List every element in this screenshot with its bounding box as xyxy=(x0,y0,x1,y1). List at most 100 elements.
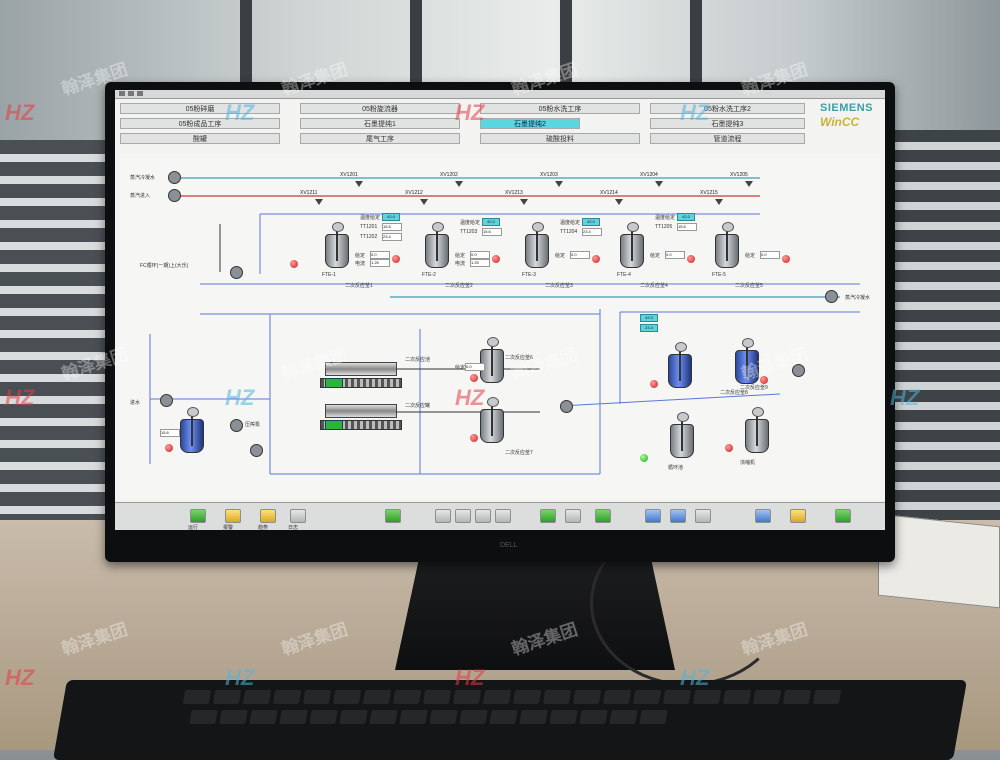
status-lamp[interactable] xyxy=(392,255,400,263)
screw-conveyor-2[interactable] xyxy=(320,420,402,430)
valve-icon[interactable] xyxy=(745,181,753,187)
reactor-tank-1[interactable] xyxy=(325,222,349,268)
menu-btn-purify1[interactable]: 石墨提纯1 xyxy=(300,118,460,129)
press-pump-icon[interactable] xyxy=(250,444,263,457)
setpoint-tag[interactable]: 42.0 xyxy=(382,213,400,221)
value-display: 23.4 xyxy=(582,228,602,236)
status-lamp-green[interactable] xyxy=(640,454,648,462)
screw-drive-1[interactable] xyxy=(325,378,343,388)
status-lamp[interactable] xyxy=(165,444,173,452)
status-lamp[interactable] xyxy=(290,260,298,268)
value-display: 23.4 xyxy=(382,233,402,241)
status-lamp[interactable] xyxy=(782,255,790,263)
status-lamp[interactable] xyxy=(760,376,768,384)
tank-code: FTE-4 xyxy=(617,272,631,278)
menu-btn-05-wash2[interactable]: 05粉水洗工序2 xyxy=(650,103,805,114)
menu-btn-05-mill[interactable]: 05粉碎磨 xyxy=(120,103,280,114)
help-button[interactable] xyxy=(755,509,771,523)
reactor-tank-3[interactable] xyxy=(525,222,549,268)
status-lamp[interactable] xyxy=(470,374,478,382)
menu-icon[interactable] xyxy=(119,91,125,96)
history-button[interactable] xyxy=(565,509,581,523)
valve-icon[interactable] xyxy=(420,199,428,205)
menu-btn-purify3[interactable]: 石墨提纯3 xyxy=(650,118,805,129)
menu-btn-05-product[interactable]: 05粉成品工序 xyxy=(120,118,280,129)
inlet-pump-icon[interactable] xyxy=(825,290,838,303)
tank-name: 二次反应釜9 xyxy=(740,385,768,391)
reactor-tank-9[interactable] xyxy=(735,338,759,384)
status-lamp[interactable] xyxy=(470,434,478,442)
reactor-tank-8[interactable] xyxy=(668,342,692,388)
settings-button[interactable] xyxy=(695,509,711,523)
home-icon[interactable] xyxy=(137,91,143,96)
user-button[interactable] xyxy=(670,509,686,523)
press-pump-icon[interactable] xyxy=(230,419,243,432)
nav-right-button[interactable] xyxy=(495,509,511,523)
valve-icon[interactable] xyxy=(555,181,563,187)
status-lamp[interactable] xyxy=(687,255,695,263)
reactor-tank-2[interactable] xyxy=(425,222,449,268)
nav-left-button[interactable] xyxy=(435,509,451,523)
valve-icon[interactable] xyxy=(315,199,323,205)
menu-btn-acid-tank[interactable]: 酸罐 xyxy=(120,133,280,144)
valve-icon[interactable] xyxy=(615,199,623,205)
status-lamp[interactable] xyxy=(492,255,500,263)
storage-tank-1[interactable] xyxy=(670,412,694,458)
heat-exchanger-2[interactable] xyxy=(325,404,397,418)
valve-icon[interactable] xyxy=(655,181,663,187)
tank-name: 二次反应釜7 xyxy=(505,450,533,456)
nav-down-button[interactable] xyxy=(475,509,491,523)
water-pump-icon[interactable] xyxy=(160,394,173,407)
trend-button[interactable] xyxy=(260,509,276,523)
screw-conveyor-1[interactable] xyxy=(320,378,402,388)
refresh-button[interactable] xyxy=(540,509,556,523)
menu-btn-05-wash[interactable]: 05粉水洗工序 xyxy=(480,103,640,114)
tank-name: 二次反应釜4 xyxy=(640,283,668,289)
screw-drive-2[interactable] xyxy=(325,420,343,430)
setpoint-tag[interactable]: 42.0 xyxy=(482,218,500,226)
set-value: 0.0 xyxy=(465,363,485,371)
acid-tank[interactable] xyxy=(180,407,204,453)
valve-icon[interactable] xyxy=(520,199,528,205)
valve-icon[interactable] xyxy=(355,181,363,187)
setpoint-tag[interactable]: 42.0 xyxy=(582,218,600,226)
outlet-pump-icon[interactable] xyxy=(792,364,805,377)
menu-btn-acid-feed[interactable]: 硫酸投料 xyxy=(480,133,640,144)
inlet-pump-icon[interactable] xyxy=(168,171,181,184)
back-icon[interactable] xyxy=(128,91,134,96)
setpoint-tag[interactable]: 42.0 xyxy=(640,314,658,322)
transfer-pump-icon[interactable] xyxy=(560,400,573,413)
storage-tank-2[interactable] xyxy=(745,407,769,453)
status-lamp[interactable] xyxy=(725,444,733,452)
valve-icon[interactable] xyxy=(715,199,723,205)
heat-exchanger-1[interactable] xyxy=(325,362,397,376)
inlet-label: FC循环(一期)上(大乐) xyxy=(140,263,189,269)
menu-btn-purify2[interactable]: 石墨提纯2 xyxy=(480,118,580,129)
feed-pump-icon[interactable] xyxy=(230,266,243,279)
log-button[interactable] xyxy=(290,509,306,523)
reactor-tank-4[interactable] xyxy=(620,222,644,268)
inlet-pump-icon[interactable] xyxy=(168,189,181,202)
watermark-logo: HZ xyxy=(890,385,920,410)
menu-btn-exhaust[interactable]: 尾气工序 xyxy=(300,133,460,144)
toolbar-label: 报警 xyxy=(223,525,234,530)
menu-btn-05-cyclone[interactable]: 05粉旋流器 xyxy=(300,103,460,114)
exit-button[interactable] xyxy=(835,509,851,523)
reactor-tank-7[interactable] xyxy=(480,397,504,443)
setpoint-tag[interactable]: 42.0 xyxy=(677,213,695,221)
setpoint-tag[interactable]: 23.4 xyxy=(640,324,658,332)
param-label: TT1205 xyxy=(655,224,673,230)
nav-start-button[interactable] xyxy=(385,509,401,523)
valve-icon[interactable] xyxy=(455,181,463,187)
language-button[interactable] xyxy=(790,509,806,523)
run-button[interactable] xyxy=(190,509,206,523)
status-lamp[interactable] xyxy=(592,255,600,263)
menu-btn-pipeline[interactable]: 管道流程 xyxy=(650,133,805,144)
print-button[interactable] xyxy=(645,509,661,523)
nav-up-button[interactable] xyxy=(455,509,471,523)
alarm-button[interactable] xyxy=(225,509,241,523)
status-lamp[interactable] xyxy=(650,380,658,388)
valve-label: XV1213 xyxy=(505,190,523,196)
export-button[interactable] xyxy=(595,509,611,523)
reactor-tank-5[interactable] xyxy=(715,222,739,268)
